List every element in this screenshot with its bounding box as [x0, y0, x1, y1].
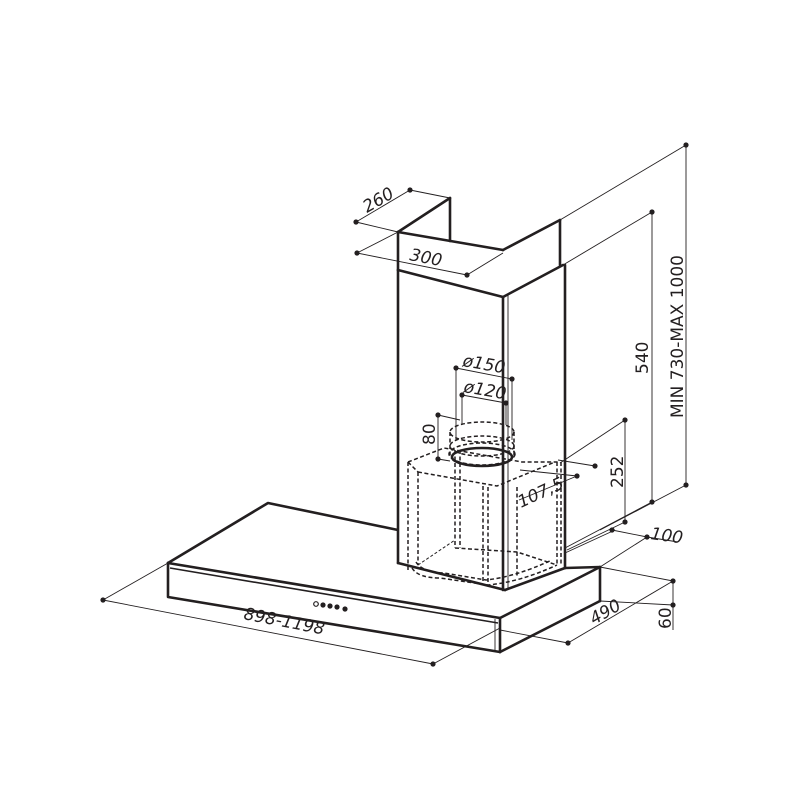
canopy: [166, 501, 602, 654]
button-5-icon: [342, 606, 348, 612]
label-total-height: MIN 730-MAX 1000: [668, 255, 688, 418]
control-buttons: [313, 601, 348, 612]
button-3-icon: [327, 603, 333, 609]
label-outlet-collar-height: 80: [420, 423, 440, 445]
label-chimney-depth: 260: [360, 184, 398, 218]
button-1-icon: [313, 601, 319, 607]
dimension-lines: [100, 142, 689, 667]
label-chimney-lower-height: 540: [633, 342, 653, 374]
button-2-icon: [320, 602, 326, 608]
label-wall-offset: 100: [649, 524, 684, 548]
motor-housing-hidden: [407, 421, 562, 586]
button-4-icon: [334, 604, 340, 610]
label-canopy-thickness: 60: [656, 607, 676, 629]
label-motor-height: 252: [608, 456, 628, 488]
